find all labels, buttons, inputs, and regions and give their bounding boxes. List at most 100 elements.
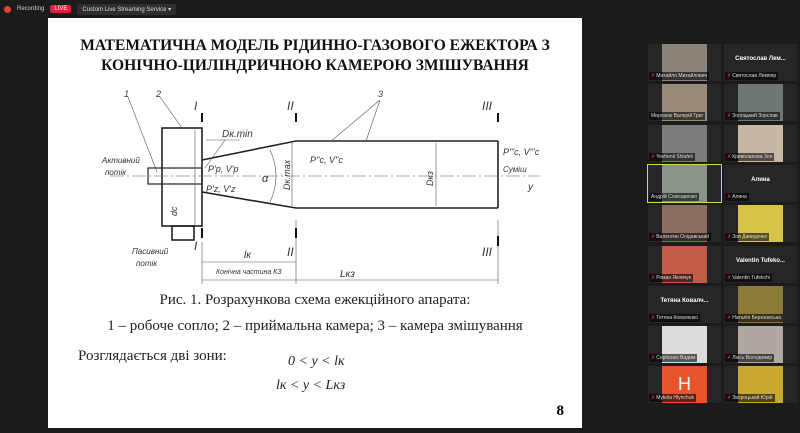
participant-name: Валентин Олідавський bbox=[656, 234, 710, 241]
active-flow-label: Активний bbox=[101, 156, 140, 165]
muted-mic-icon: ✗ bbox=[651, 73, 656, 79]
pz-label: P'z, V'z bbox=[206, 184, 236, 194]
lkz-label: Lкз bbox=[340, 269, 355, 280]
muted-mic-icon: ✗ bbox=[727, 73, 732, 79]
participant-tile[interactable]: ✗Валентин Олідавський bbox=[648, 205, 721, 243]
participant-name-label: Миронюк Валерій Григ bbox=[649, 112, 706, 121]
participant-tile[interactable]: Valentin Tufeko... ✗Valentin Tufekchi bbox=[724, 245, 797, 283]
muted-mic-icon: ✗ bbox=[727, 234, 732, 241]
passive-flow-label: Пасивний bbox=[132, 247, 169, 256]
slide-title: МАТЕМАТИЧНА МОДЕЛЬ РІДИННО-ГАЗОВОГО ЕЖЕК… bbox=[48, 36, 582, 76]
muted-mic-icon: ✗ bbox=[727, 314, 732, 321]
shared-slide: МАТЕМАТИЧНА МОДЕЛЬ РІДИННО-ГАЗОВОГО ЕЖЕК… bbox=[48, 18, 582, 428]
participant-name: Андрій Слюсаренко bbox=[651, 193, 697, 200]
participant-name-label: ✗Роман Яковчук bbox=[649, 273, 693, 282]
dc-label: dc bbox=[169, 206, 179, 216]
participant-tile[interactable]: ✗Звороцький Юрій bbox=[724, 366, 797, 404]
participant-name: Сергієнко Вадим bbox=[656, 355, 696, 362]
muted-mic-icon: ✗ bbox=[727, 395, 732, 402]
participant-tile[interactable]: ✗Сергієнко Вадим bbox=[648, 326, 721, 364]
participant-name-label: ✗Yevhenii Shlafeli bbox=[649, 152, 695, 161]
participant-name: Золоцький Зорслав bbox=[732, 113, 778, 120]
title-line-1: МАТЕМАТИЧНА МОДЕЛЬ РІДИННО-ГАЗОВОГО ЕЖЕК… bbox=[80, 37, 550, 54]
participant-name-label: ✗Сергієнко Вадим bbox=[649, 354, 698, 363]
participant-name: Алина bbox=[732, 193, 747, 200]
live-badge: LIVE bbox=[50, 5, 72, 13]
participant-name: Роман Яковчук bbox=[656, 274, 691, 281]
dkmax-label: Dк.max bbox=[282, 159, 292, 190]
participant-tile[interactable]: Андрій Слюсаренко bbox=[647, 163, 722, 203]
participant-tile[interactable]: ✗Люсь Володимир bbox=[724, 326, 797, 364]
streaming-service-dropdown[interactable]: Custom Live Streaming Service ▾ bbox=[77, 3, 177, 15]
participant-name-label: ✗Тетяна Коваленко bbox=[649, 313, 701, 322]
passive-flow-label-2: потік bbox=[136, 259, 158, 268]
alpha-label: α bbox=[262, 173, 269, 185]
participant-name-label: ✗Звороцький Юрій bbox=[725, 394, 775, 403]
muted-mic-icon: ✗ bbox=[651, 314, 656, 321]
muted-mic-icon: ✗ bbox=[727, 113, 732, 120]
label-2: 2 bbox=[155, 89, 161, 99]
muted-mic-icon: ✗ bbox=[651, 274, 656, 281]
dkmin-label: Dк.min bbox=[222, 129, 253, 140]
inequality-2: lк < y < Lкз bbox=[276, 378, 346, 393]
label-3: 3 bbox=[378, 89, 383, 99]
participant-name-label: ✗Люсь Володимир bbox=[725, 354, 775, 363]
participant-tile[interactable]: ✗Роман Яковчук bbox=[648, 245, 721, 283]
figure-caption: Рис. 1. Розрахункова схема ежекційного а… bbox=[159, 292, 471, 308]
recording-label: Recording bbox=[17, 6, 45, 12]
pc-out-label: P'''c, V'''c bbox=[503, 147, 540, 157]
participant-name-label: ✗Наталія Березовська bbox=[725, 313, 783, 322]
participant-tile[interactable]: Святослав Лем... ✗Святослав Лемпер bbox=[724, 44, 797, 81]
participant-display-name: Valentin Tufeko... bbox=[736, 257, 785, 264]
active-flow-label-2: потік bbox=[105, 168, 127, 177]
participant-name: Миронюк Валерій Григ bbox=[651, 113, 704, 120]
participant-name: Михайло Михайлович bbox=[656, 73, 708, 79]
ejector-diagram: 1 2 3 I II III I II III Активний потік П… bbox=[101, 89, 540, 284]
section-2-bottom: II bbox=[287, 245, 294, 259]
muted-mic-icon: ✗ bbox=[727, 274, 732, 281]
participant-tile[interactable]: H✗Mykola Hlynchuk bbox=[648, 366, 721, 404]
participant-name: Наталія Березовська bbox=[732, 314, 781, 321]
participant-name: Святослав Лемпер bbox=[732, 73, 777, 79]
participant-name: Mykola Hlynchuk bbox=[656, 395, 694, 402]
participant-name-label: ✗Михайло Михайлович bbox=[649, 72, 710, 80]
participant-tile[interactable]: Миронюк Валерій Григ bbox=[648, 84, 721, 122]
figure-legend: 1 – робоче сопло; 2 – приймальна камера;… bbox=[107, 318, 523, 334]
participant-name-label: ✗Святослав Лемпер bbox=[725, 72, 779, 80]
pr-label: P'р, V'р bbox=[208, 164, 238, 174]
section-1-top: I bbox=[194, 99, 198, 113]
muted-mic-icon: ✗ bbox=[727, 153, 732, 160]
muted-mic-icon: ✗ bbox=[727, 193, 732, 200]
participant-name-label: ✗Mykola Hlynchuk bbox=[649, 394, 696, 403]
title-line-2: КОНІЧНО-ЦИЛІНДРИЧНОЮ КАМЕРОЮ ЗМІШУВАННЯ bbox=[101, 57, 529, 74]
participant-tile[interactable]: ✗Криволапова Зоя bbox=[724, 124, 797, 162]
participant-name: Yevhenii Shlafeli bbox=[656, 153, 693, 160]
participant-name-label: ✗Valentin Tufekchi bbox=[725, 273, 772, 282]
participant-name-label: ✗Криволапова Зоя bbox=[725, 152, 775, 161]
label-1: 1 bbox=[124, 89, 129, 99]
recording-icon bbox=[4, 5, 11, 13]
participant-tile[interactable]: Тетяна Ковалч... ✗Тетяна Коваленко bbox=[648, 285, 721, 323]
section-3-bottom: III bbox=[482, 245, 493, 259]
muted-mic-icon: ✗ bbox=[651, 153, 656, 160]
participant-name-label: ✗Валентин Олідавський bbox=[649, 233, 712, 242]
participant-name: Звороцький Юрій bbox=[732, 395, 773, 402]
participant-tile[interactable]: ✗Зоя Давиденко bbox=[724, 205, 797, 243]
participant-display-name: Тетяна Ковалч... bbox=[660, 297, 709, 304]
participant-name-label: ✗Золоцький Зорслав bbox=[725, 112, 780, 121]
participant-tile[interactable]: ✗Yevhenii Shlafeli bbox=[648, 124, 721, 162]
participant-tile[interactable]: ✗Михайло Михайлович bbox=[648, 44, 721, 81]
conic-part-label: Конічна частина КЗ bbox=[216, 268, 282, 276]
page-number: 8 bbox=[556, 403, 565, 419]
participant-tile[interactable]: ✗Золоцький Зорслав bbox=[724, 84, 797, 122]
participant-tile[interactable]: Алина✗Алина bbox=[724, 164, 797, 202]
muted-mic-icon: ✗ bbox=[651, 355, 656, 362]
participant-name-label: ✗Алина bbox=[725, 192, 749, 201]
participant-name: Valentin Tufekchi bbox=[732, 274, 770, 281]
participant-tile[interactable]: ✗Наталія Березовська bbox=[724, 285, 797, 323]
lk-label: lк bbox=[244, 250, 252, 261]
participant-display-name: Святослав Лем... bbox=[735, 56, 786, 62]
muted-mic-icon: ✗ bbox=[651, 395, 656, 402]
inequality-1: 0 < y < lк bbox=[288, 354, 345, 369]
participant-name-label: Андрій Слюсаренко bbox=[649, 192, 699, 201]
